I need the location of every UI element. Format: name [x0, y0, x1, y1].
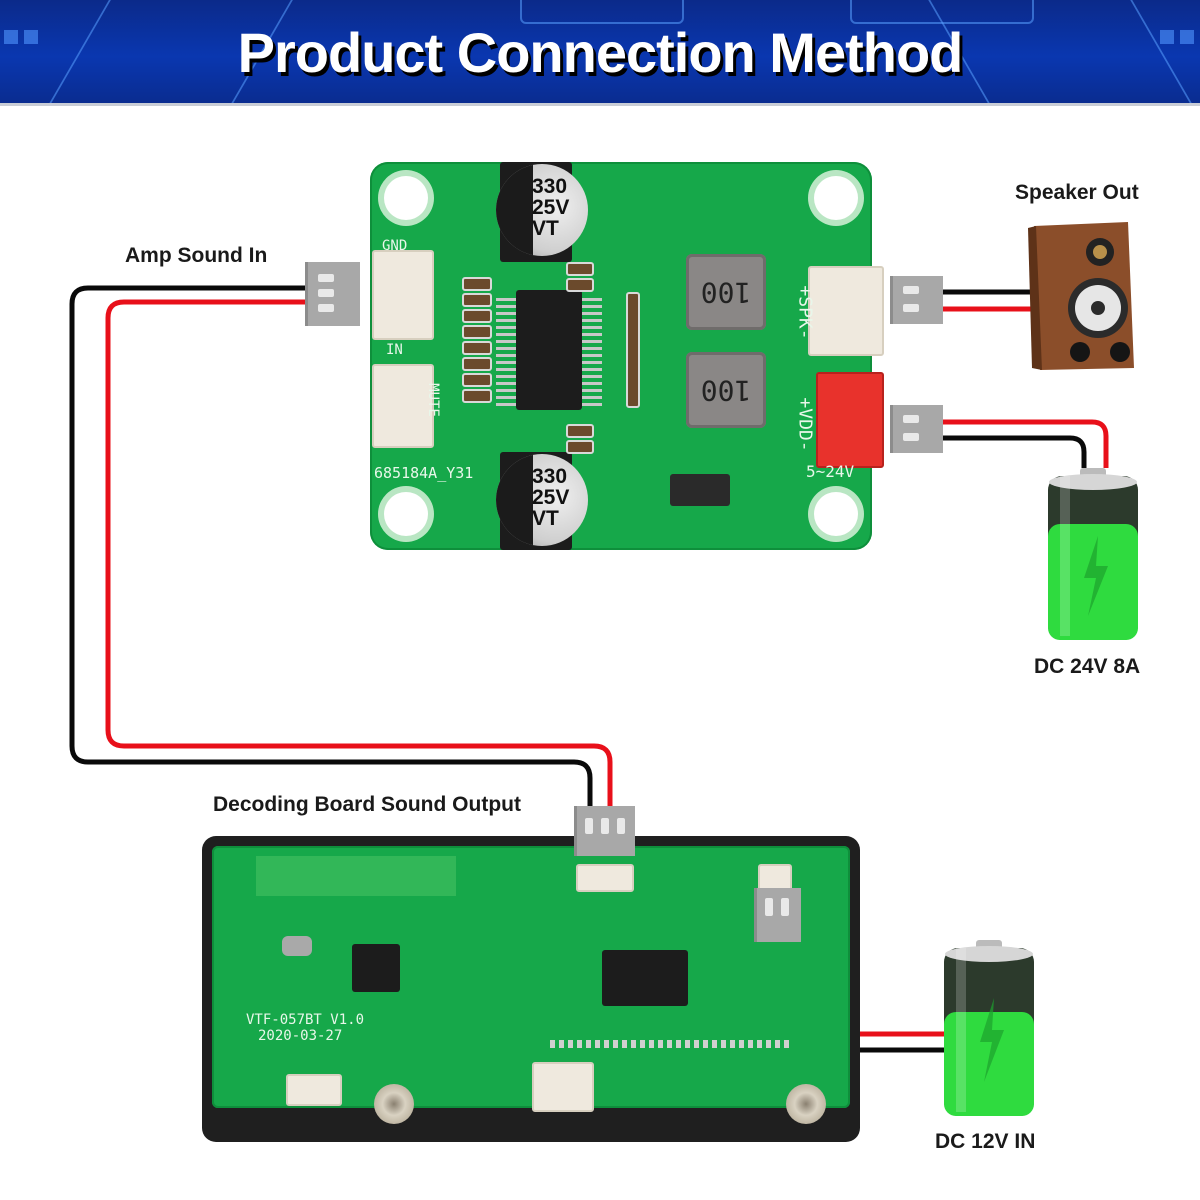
silk-mute: MUTE	[424, 383, 441, 417]
screw	[786, 1084, 826, 1124]
decoding-output-label: Decoding Board Sound Output	[213, 793, 521, 816]
smd-capacitor	[566, 262, 594, 276]
silk-spk: +SPK-	[794, 285, 816, 340]
smd-resistor	[462, 325, 492, 339]
decoder-model: VTF-057BT V1.0	[246, 1012, 365, 1028]
banner-decoration	[24, 30, 38, 44]
speaker-connector	[808, 266, 884, 356]
smd-resistor	[462, 309, 492, 323]
ic-pins	[582, 294, 602, 406]
mute-connector	[372, 364, 434, 448]
speaker-plug	[890, 276, 943, 324]
power-plug-12v	[754, 888, 801, 942]
banner-divider	[0, 103, 1200, 106]
silk-gnd: GND	[382, 238, 408, 254]
screw	[374, 1084, 414, 1124]
page-title: Product Connection Method	[237, 21, 964, 84]
power-connector	[816, 372, 884, 468]
audio-output-plug	[574, 806, 635, 856]
smd-resistor	[462, 341, 492, 355]
smd-resistor	[462, 389, 492, 403]
mounting-hole	[814, 176, 858, 220]
speaker-icon	[1028, 222, 1134, 370]
silk-in: IN	[386, 342, 403, 358]
audio-output-connector	[576, 864, 634, 892]
decoder-board-frame: VTF-057BT V1.0 2020-03-27	[202, 836, 860, 1142]
display-pins	[550, 1040, 790, 1048]
mounting-hole	[384, 176, 428, 220]
mounting-hole	[384, 492, 428, 536]
smd-capacitor	[566, 278, 594, 292]
wire-red-audio	[105, 299, 613, 810]
banner-decoration	[520, 0, 684, 24]
usb-port	[532, 1062, 594, 1112]
smd-resistor	[462, 293, 492, 307]
smd-capacitor	[566, 440, 594, 454]
smd-resistor	[462, 373, 492, 387]
wire-black-audio	[69, 285, 593, 810]
silk-part-number: 685184A_Y31	[374, 464, 474, 482]
smd-resistor	[462, 277, 492, 291]
mounting-hole	[814, 492, 858, 536]
inductor-l2: 100	[686, 254, 766, 330]
silk-voltage: 5~24V	[806, 462, 855, 481]
mcu-chip	[352, 944, 400, 992]
banner-decoration	[850, 0, 1034, 24]
amp-sound-in-label: Amp Sound In	[125, 244, 268, 267]
wire-red-24v	[942, 419, 1109, 468]
wire-black-24v	[942, 435, 1087, 468]
silk-vdd: +VDD-	[794, 397, 816, 452]
input-connector	[372, 250, 434, 340]
smd-resistor	[462, 357, 492, 371]
banner-decoration	[1180, 30, 1194, 44]
amplifier-chip	[516, 290, 582, 410]
battery-12v-icon	[944, 940, 1034, 1116]
audio-input-plug	[305, 262, 360, 326]
smd-capacitor	[566, 424, 594, 438]
banner-decoration	[4, 30, 18, 44]
inductor-l1: 100	[686, 352, 766, 428]
battery-24v-icon	[1048, 468, 1138, 640]
title-banner: Product Connection Method	[0, 0, 1200, 103]
ic-pins	[496, 294, 516, 406]
crystal	[282, 936, 312, 956]
speaker-out-label: Speaker Out	[1015, 181, 1139, 204]
diode-d1	[670, 474, 730, 506]
smd-capacitor-array	[626, 292, 640, 408]
decoder-board: VTF-057BT V1.0 2020-03-27	[212, 846, 850, 1112]
bluetooth-antenna	[256, 856, 456, 896]
dc-12v-label: DC 12V IN	[935, 1130, 1036, 1153]
dc-24v-label: DC 24V 8A	[1034, 655, 1141, 678]
aux-connector	[286, 1074, 342, 1106]
display-driver-chip	[602, 950, 688, 1006]
decoder-date: 2020-03-27	[258, 1028, 343, 1044]
power-plug-24v	[890, 405, 943, 453]
banner-decoration	[1160, 30, 1174, 44]
